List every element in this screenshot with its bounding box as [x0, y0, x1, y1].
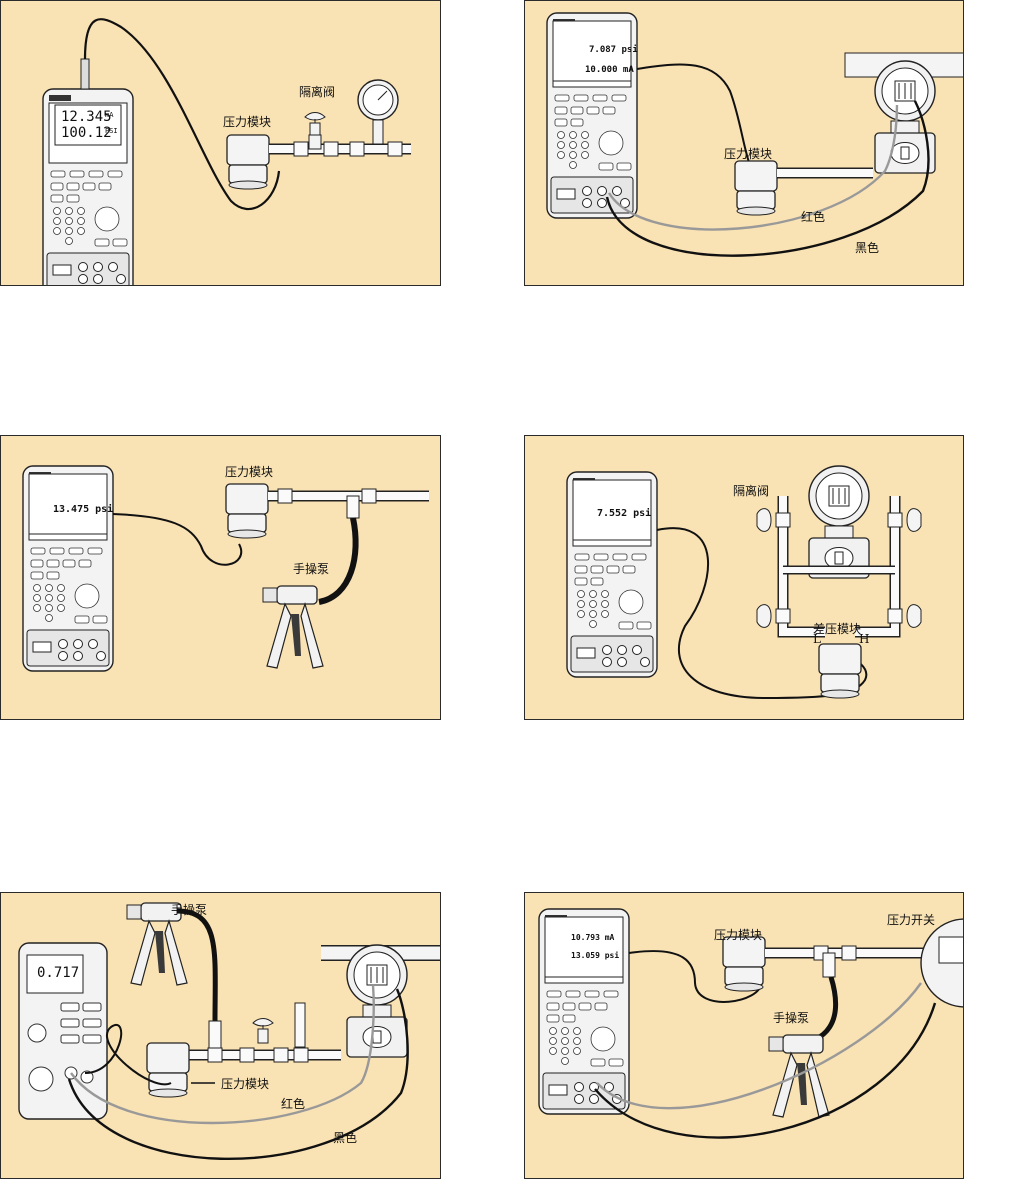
red-test-lead [607, 104, 899, 231]
label-pressure-module: 压力模块 [724, 147, 773, 161]
isolation-valve-right-upper [906, 508, 922, 532]
display-reading-primary: 12.345 [61, 109, 112, 125]
display-reading-secondary: 10.000 mA [585, 65, 634, 75]
pump-hose [318, 517, 359, 605]
diagram-panel-1: 12.345 100.12 mA PSI 压力模块 隔离阀 [0, 0, 441, 286]
label-red-lead: 红色 [801, 210, 826, 224]
diagram-panel-5: 0.717 手操泵 压力模块 红色 黑色 [0, 892, 441, 1179]
isolation-valve [252, 1018, 274, 1044]
label-pressure-module: 压力模块 [714, 928, 763, 942]
red-test-lead [70, 984, 375, 1125]
display-unit-primary: mA [105, 111, 114, 119]
display-reading-primary: 13.475 psi [53, 504, 114, 515]
black-test-lead [67, 988, 409, 1160]
hand-pump [768, 1034, 830, 1118]
display-reading-secondary: 13.059 psi [571, 951, 620, 960]
red-test-lead [596, 982, 922, 1110]
label-pressure-switch: 压力开关 [887, 913, 936, 927]
display-unit-secondary: PSI [105, 127, 118, 135]
dp-module [818, 643, 862, 699]
pressure-module [146, 1042, 190, 1098]
diagram-panel-3: 13.475 psi 压力模块 手操泵 [0, 435, 441, 720]
diagram-panel-4: 7.552 psi 隔离阀 差压模块 L H [524, 435, 964, 720]
isolation-valve-left-upper [756, 508, 772, 532]
pressure-module [225, 483, 269, 539]
label-black-lead: 黑色 [333, 1131, 358, 1145]
label-pressure-module: 压力模块 [223, 115, 272, 129]
panel-3-drawing [22, 465, 429, 672]
label-pressure-module: 压力模块 [225, 465, 274, 479]
label-isolation-valve: 隔离阀 [733, 484, 770, 498]
label-isolation-valve: 隔离阀 [299, 85, 336, 99]
display-reading-secondary: 100.12 [61, 125, 112, 141]
panel-4-drawing [566, 465, 922, 700]
signal-cable [83, 18, 281, 211]
label-pressure-module: 压力模块 [221, 1077, 270, 1091]
label-hand-pump: 手操泵 [293, 562, 330, 576]
display-reading-primary: 0.717 [37, 965, 80, 981]
dp-transmitter [808, 465, 870, 579]
pressure-transmitter [874, 60, 936, 174]
isolation-valve-left-lower [756, 604, 772, 628]
display-reading-primary: 7.087 psi [589, 45, 638, 55]
pressure-transmitter [346, 944, 408, 1058]
signal-cable [112, 513, 243, 566]
panel-5-drawing [18, 902, 440, 1160]
display-reading-primary: 7.552 psi [597, 508, 652, 519]
diagram-panel-6: 10.793 mA 13.059 psi 压力模块 手操泵 压力开关 [524, 892, 964, 1179]
signal-cable [656, 527, 868, 700]
panel-1-drawing [42, 18, 411, 285]
black-test-lead [594, 1002, 937, 1139]
isolation-valve [304, 112, 326, 138]
black-test-lead [605, 100, 930, 257]
isolation-valve-right-lower [906, 604, 922, 628]
panel-6-drawing [538, 908, 963, 1139]
diagram-panel-2: 7.087 psi 10.000 mA 压力模块 红色 黑色 [524, 0, 964, 286]
label-low-port: L [813, 632, 821, 646]
label-hand-pump: 手操泵 [773, 1011, 810, 1025]
label-high-port: H [859, 632, 870, 646]
signal-cable [628, 950, 762, 1003]
label-black-lead: 黑色 [855, 241, 880, 255]
panel-2-drawing [546, 12, 963, 257]
label-hand-pump: 手操泵 [171, 903, 208, 917]
label-dp-module: 差压模块 [813, 622, 862, 636]
pressure-module [722, 936, 766, 992]
pressure-module [226, 134, 270, 190]
display-reading-primary: 10.793 mA [571, 933, 615, 942]
hand-pump [262, 585, 324, 669]
pressure-module [734, 160, 778, 216]
pump-hose [176, 908, 218, 1022]
signal-cable [84, 1023, 172, 1086]
label-red-lead: 红色 [281, 1097, 306, 1111]
